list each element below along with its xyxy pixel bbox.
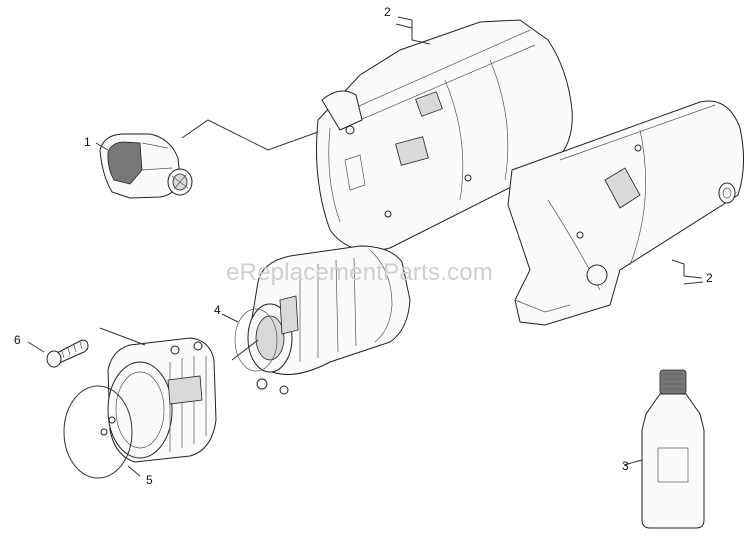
pump-housing — [63, 337, 217, 479]
motor-assembly — [234, 245, 411, 395]
oil-bottle — [641, 369, 705, 529]
lower-housing-shell — [507, 100, 745, 326]
callout-part-2-top: 2 — [384, 5, 391, 19]
switch-assembly — [99, 133, 193, 199]
callout-part-4: 4 — [214, 303, 221, 317]
callout-part-3: 3 — [622, 459, 629, 473]
callout-part-6: 6 — [14, 333, 21, 347]
callout-part-2-right: 2 — [706, 271, 713, 285]
screw — [46, 339, 89, 368]
upper-housing-shell — [316, 19, 573, 252]
callout-part-5: 5 — [146, 473, 153, 487]
watermark-text: eReplacementParts.com — [226, 259, 493, 286]
callout-part-1: 1 — [84, 135, 91, 149]
leader-lines — [27, 16, 704, 477]
